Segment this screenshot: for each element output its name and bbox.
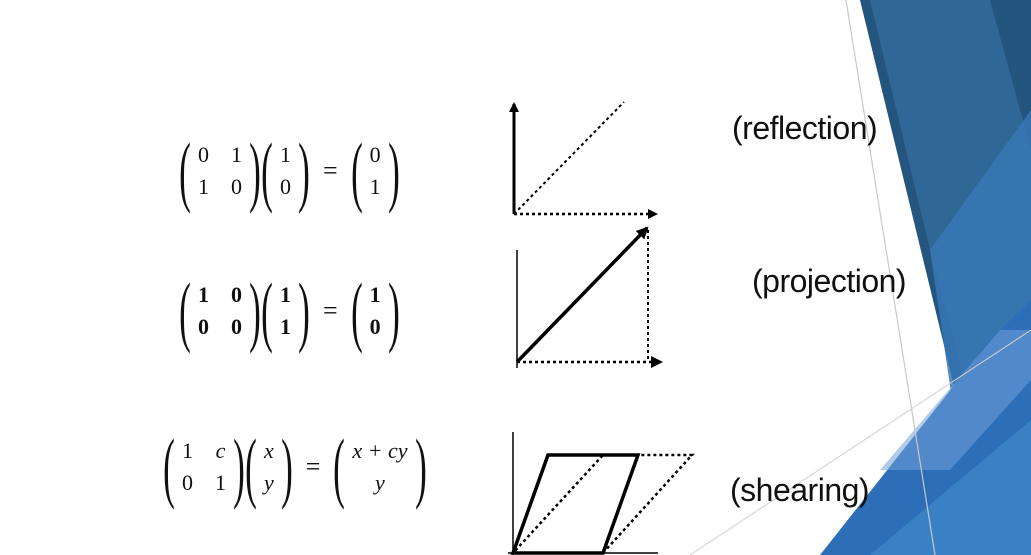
matrix-cell: 1 [230,142,242,167]
projection-diagram [515,226,663,368]
equals-sign: = [322,156,338,185]
matrix: ( 1 c 0 1 ) [156,428,252,506]
result-entries: 0 1 [370,142,381,200]
vector-cell: 1 [279,282,291,307]
result-cell: 0 [369,142,381,167]
thin-line-2 [689,329,1031,555]
left-paren: ( [179,267,191,354]
right-paren: ) [387,127,400,214]
facet-pale [880,330,1031,470]
left-paren: ( [350,267,363,354]
right-paren: ) [298,127,310,214]
result-vector: ( 1 0 ) [344,272,407,350]
projection-label: (projection) [752,263,907,299]
vector-entries: 1 1 [280,282,291,340]
right-paren: ) [249,127,261,214]
equation-projection: ( 1 0 0 0 ) ( 1 1 ) = ( 1 0 ) [172,272,407,350]
matrix-cell: 1 [197,174,209,199]
result-entries: x + cy y [352,438,407,496]
thin-line-1 [845,0,936,555]
matrix-cell: 1 [214,470,226,495]
right-paren: ) [298,267,310,354]
vector-cell: 0 [279,174,291,199]
sheared-parallelogram-dotted [510,453,695,555]
result-entries: 1 0 [370,282,381,340]
left-paren: ( [163,423,175,510]
equals-sign: = [305,452,321,481]
matrix-cell: 0 [230,314,242,339]
reflection-label: (reflection) [732,110,878,146]
vector-cell: y [263,470,274,495]
matrix-cell: 0 [230,174,242,199]
equation-reflection: ( 0 1 1 0 ) ( 1 0 ) = ( 0 1 ) [172,132,407,210]
result-vector: ( x + cy y ) [326,428,433,506]
reflection-diagram [509,101,658,219]
right-paren: ) [387,267,400,354]
right-paren: ) [233,423,245,510]
shearing-label: (shearing) [730,472,870,508]
vector-cell: 1 [279,142,291,167]
matrix-entries: 1 c 0 1 [182,438,226,496]
result-cell: 1 [369,174,381,199]
facet-bottom-light [870,420,1031,555]
right-paren: ) [414,423,427,510]
vector: ( 1 0 ) [254,132,317,210]
result-vector: ( 0 1 ) [344,132,407,210]
vector: ( 1 1 ) [254,272,317,350]
result-cell: 0 [369,314,381,339]
result-cell: y [375,470,385,495]
matrix-cell: 1 [197,282,209,307]
sheared-parallelogram [510,453,641,555]
matrix: ( 0 1 1 0 ) [172,132,268,210]
matrix-entries: 0 1 1 0 [198,142,242,200]
left-paren: ( [350,127,363,214]
matrix-cell: 0 [197,142,209,167]
matrix: ( 1 0 0 0 ) [172,272,268,350]
left-paren: ( [261,127,273,214]
equation-shearing: ( 1 c 0 1 ) ( x y ) = ( x + cy y ) [156,428,433,506]
left-paren: ( [245,423,257,510]
left-paren: ( [261,267,273,354]
vector-entries: x y [264,438,274,496]
shearing-diagram [508,432,695,555]
matrix-cell: c [215,438,226,463]
vector-entries: 1 0 [280,142,291,200]
matrix-cell: 0 [230,282,242,307]
vector-cell: 1 [279,314,291,339]
vector-cell: x [263,438,274,463]
matrix-cell: 0 [197,314,209,339]
matrix-cell: 1 [181,438,193,463]
left-paren: ( [333,423,346,510]
mirror-line-dotted [513,101,625,215]
right-paren: ) [280,423,293,510]
result-cell: 1 [369,282,381,307]
vector-arrow [515,226,649,364]
left-paren: ( [179,127,191,214]
vector: ( x y ) [238,428,300,506]
equals-sign: = [322,296,338,325]
result-cell: x + cy [352,438,408,463]
right-paren: ) [249,267,261,354]
matrix-entries: 1 0 0 0 [198,282,242,340]
matrix-cell: 0 [181,470,193,495]
